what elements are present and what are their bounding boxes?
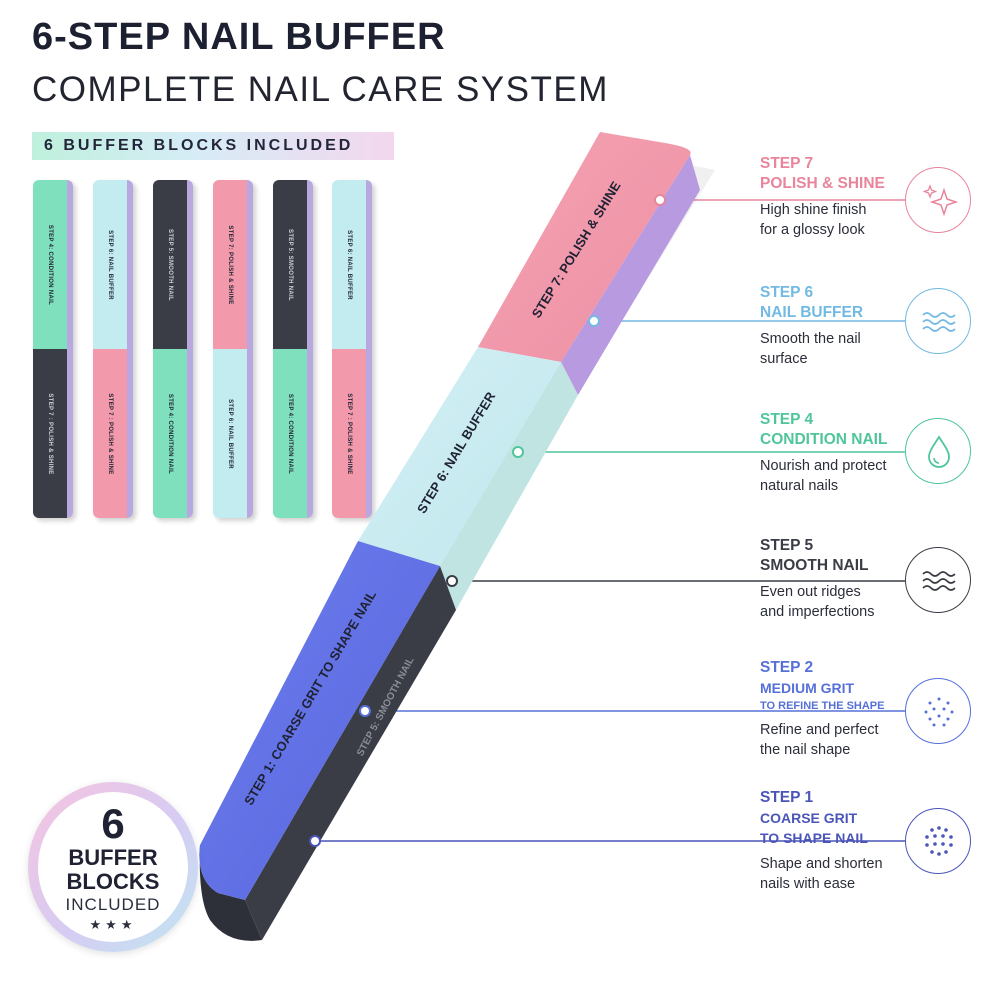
step-name: COARSE GRIT: [760, 810, 858, 826]
step-desc-line1: Even out ridges: [760, 584, 861, 600]
buffer-side-dark: [245, 566, 456, 940]
step-5-icon-ring: [905, 547, 971, 613]
mini-block: STEP 4: CONDITION NAIL STEP 7 : POLISH &…: [33, 180, 73, 518]
page-title: 6-STEP NAIL BUFFER: [32, 16, 446, 58]
buffer-top-blue: [199, 541, 440, 900]
step-1-info: STEP 1 COARSE GRIT TO SHAPE NAIL Shape a…: [760, 788, 910, 894]
step-desc-line2: for a glossy look: [760, 222, 865, 238]
connector-dot-step1: [309, 835, 321, 847]
connector-dot-step5: [446, 575, 458, 587]
star-icon: ★★★: [89, 917, 137, 932]
mini-block-bottom: [93, 349, 127, 518]
step-name: MEDIUM GRIT: [760, 680, 855, 696]
step-desc-line2: surface: [760, 351, 808, 367]
step-desc-line1: Nourish and protect: [760, 458, 887, 474]
mini-block-top: [273, 180, 307, 349]
mini-block-bottom: [153, 349, 187, 518]
step-desc-line1: Refine and perfect: [760, 722, 879, 738]
step-6-info: STEP 6 NAIL BUFFER Smooth the nail surfa…: [760, 283, 910, 369]
badge-number: 6: [101, 800, 125, 847]
mini-block-side: [247, 180, 253, 518]
page-subtitle: COMPLETE NAIL CARE SYSTEM: [32, 70, 609, 109]
blocks-banner: 6 BUFFER BLOCKS INCLUDED: [32, 132, 394, 160]
step-number: STEP 2: [760, 659, 814, 676]
badge-line1: BUFFER: [68, 845, 158, 870]
step-name: POLISH & SHINE: [760, 175, 885, 192]
step-desc-line1: Smooth the nail: [760, 331, 861, 347]
buffer-side-purple: [561, 155, 700, 395]
mini-block-bottom: [213, 349, 247, 518]
badge-line2: BLOCKS: [66, 869, 160, 894]
mini-block: STEP 6: NAIL BUFFER STEP 7 : POLISH & SH…: [93, 180, 133, 518]
step-name: SMOOTH NAIL: [760, 557, 869, 574]
connector-dot-step7: [654, 194, 666, 206]
mini-block-side: [127, 180, 133, 518]
step-number: STEP 1: [760, 789, 814, 806]
mini-block-top: [332, 180, 366, 349]
mini-block-bottom: [332, 349, 366, 518]
mini-block-top: [213, 180, 247, 349]
buffer-bottom-face: [199, 845, 262, 941]
step-2-info: STEP 2 MEDIUM GRIT TO REFINE THE SHAPE R…: [760, 658, 910, 760]
step-1-icon-ring: [905, 808, 971, 874]
step-number: STEP 4: [760, 411, 814, 428]
step-number: STEP 7: [760, 155, 814, 172]
mini-block: STEP 5: SMOOTH NAIL STEP 4: CONDITION NA…: [273, 180, 313, 518]
connector-dot-step4: [512, 446, 524, 458]
dots-icon: [924, 697, 954, 727]
step-desc-line1: Shape and shorten: [760, 856, 883, 872]
step-number: STEP 5: [760, 537, 814, 554]
mini-block-top: [153, 180, 187, 349]
mini-block-bottom: [273, 349, 307, 518]
dots-icon: [925, 826, 953, 856]
mini-block: STEP 6: NAIL BUFFER STEP 7 : POLISH & SH…: [332, 180, 372, 518]
step-2-icon-ring: [905, 678, 971, 744]
buffer-blocks-badge: 6 BUFFER BLOCKS INCLUDED ★★★: [28, 782, 198, 952]
mini-block-side: [187, 180, 193, 518]
mini-block-bottom: [33, 349, 67, 518]
step-name: NAIL BUFFER: [760, 304, 864, 321]
mini-block-top: [93, 180, 127, 349]
step-7-info: STEP 7 POLISH & SHINE High shine finish …: [760, 154, 910, 240]
mini-block-side: [67, 180, 73, 518]
buffer-top-lightblue: [358, 347, 561, 566]
mini-block-side: [307, 180, 313, 518]
step-7-icon-ring: [905, 167, 971, 233]
mini-block: STEP 7: POLISH & SHINE STEP 6: NAIL BUFF…: [213, 180, 253, 518]
step-4-info: STEP 4 CONDITION NAIL Nourish and protec…: [760, 410, 910, 496]
mini-block-top: [33, 180, 67, 349]
wave-icon: [922, 312, 956, 332]
step-4-icon-ring: [905, 418, 971, 484]
connector-dot-step2: [359, 705, 371, 717]
step-name-sub: TO REFINE THE SHAPE: [760, 700, 885, 712]
step-desc-line2: the nail shape: [760, 742, 851, 758]
sparkle-icon: [922, 184, 959, 217]
step-desc-line2: natural nails: [760, 478, 839, 494]
connector-dot-step6: [588, 315, 600, 327]
droplet-icon: [928, 435, 950, 468]
step-number: STEP 6: [760, 284, 814, 301]
buffer-side-mint: [440, 362, 578, 610]
step-5-info: STEP 5 SMOOTH NAIL Even out ridges and i…: [760, 536, 910, 622]
step-desc-line1: High shine finish: [760, 202, 867, 218]
buffer-top-pink: [478, 132, 691, 362]
badge-line3: INCLUDED: [65, 895, 161, 914]
mini-block: STEP 5: SMOOTH NAIL STEP 4: CONDITION NA…: [153, 180, 193, 518]
step-name-sub: TO SHAPE NAIL: [760, 830, 868, 846]
step-desc-line2: and imperfections: [760, 604, 875, 620]
step-6-icon-ring: [905, 288, 971, 354]
wave-icon: [922, 571, 956, 591]
mini-block-side: [366, 180, 372, 518]
step-name: CONDITION NAIL: [760, 431, 888, 448]
step-desc-line2: nails with ease: [760, 876, 856, 892]
